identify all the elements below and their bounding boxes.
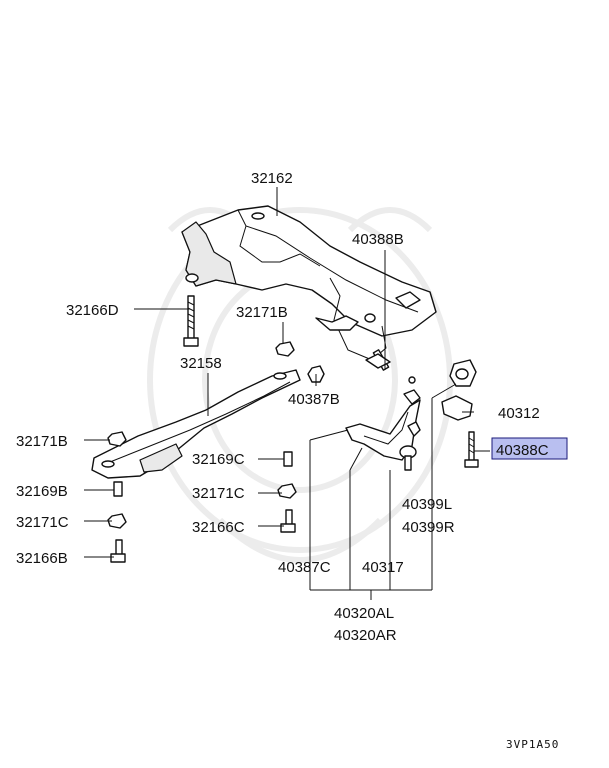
bolt-32166b[interactable] (110, 539, 126, 563)
label-32169b: 32169B (16, 483, 68, 500)
bracket-40312[interactable] (441, 395, 473, 421)
label-32171c-mid: 32171C (192, 485, 245, 502)
label-32169c: 32169C (192, 451, 245, 468)
bolt-40388c[interactable] (464, 431, 479, 468)
bushing-40320a[interactable] (449, 359, 477, 387)
diagram-reference-code: 3VP1A50 (506, 738, 559, 751)
label-32171b-top: 32171B (236, 304, 288, 321)
bushing-32169c[interactable] (283, 451, 293, 467)
part-labels: 32162 40388B 32166D 32171B 32158 40387B … (16, 170, 568, 751)
nut-32171b-left[interactable] (107, 431, 127, 447)
bushing-32169b[interactable] (113, 481, 123, 497)
subframe-32162[interactable] (181, 205, 437, 361)
label-40399r: 40399R (402, 519, 455, 536)
label-32166c: 32166C (192, 519, 245, 536)
label-40320ar: 40320AR (334, 627, 397, 644)
bracket-40388b[interactable] (315, 315, 391, 371)
label-40399l: 40399L (402, 496, 452, 513)
label-32166d: 32166D (66, 302, 119, 319)
ball-joint-40399[interactable] (407, 421, 421, 437)
label-32162: 32162 (251, 170, 293, 187)
nut-32171b-top[interactable] (275, 341, 295, 357)
leader-lines (84, 187, 490, 600)
lower-arm-40317[interactable] (345, 376, 421, 471)
label-40387b: 40387B (288, 391, 340, 408)
nut-32171c-left[interactable] (107, 513, 127, 529)
label-40388b: 40388B (352, 231, 404, 248)
label-40312: 40312 (498, 405, 540, 422)
label-32171c-left: 32171C (16, 514, 69, 531)
label-40317: 40317 (362, 559, 404, 576)
crossmember-32158[interactable] (91, 369, 301, 479)
bolt-32166c[interactable] (280, 509, 296, 533)
label-32166b: 32166B (16, 550, 68, 567)
bolt-32166d[interactable] (183, 295, 199, 347)
nut-32171c-mid[interactable] (277, 483, 297, 499)
label-40320al: 40320AL (334, 605, 394, 622)
label-40387c: 40387C (278, 559, 331, 576)
highlight-box (491, 437, 568, 460)
label-32171b-left: 32171B (16, 433, 68, 450)
label-40388c[interactable]: 40388C (496, 442, 549, 459)
label-32158: 32158 (180, 355, 222, 372)
